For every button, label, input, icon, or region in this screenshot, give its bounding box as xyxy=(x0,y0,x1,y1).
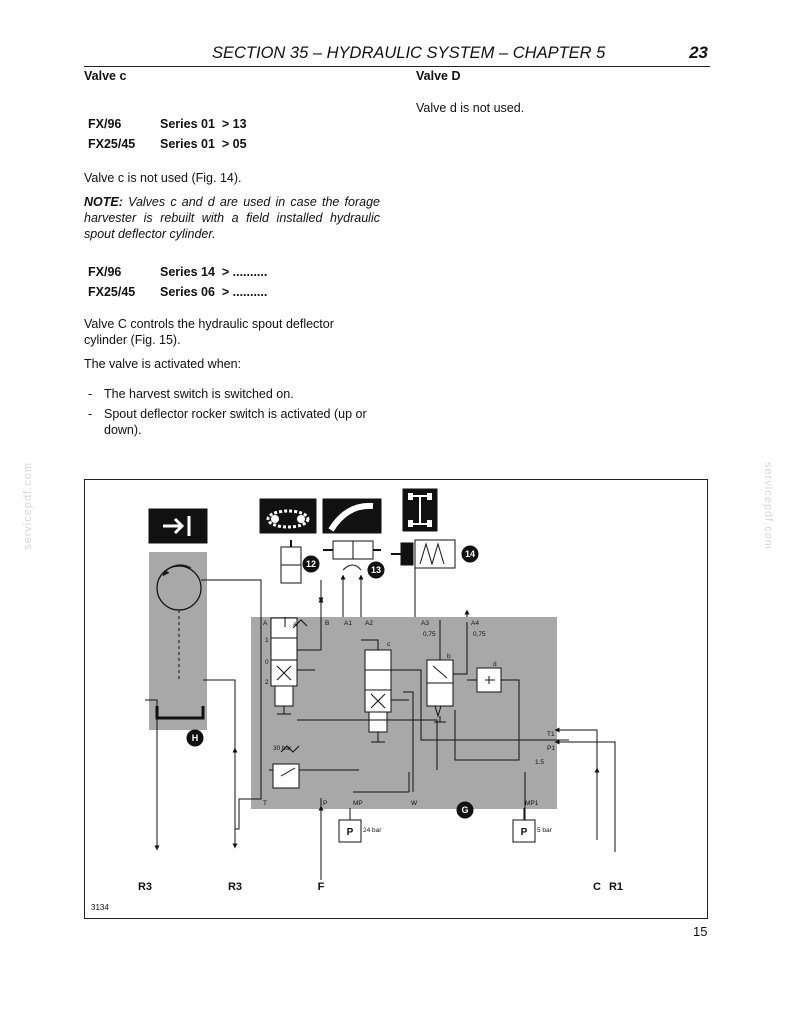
port-b: B xyxy=(325,620,329,627)
note-text: Valves c and d are used in case the fora… xyxy=(84,195,380,241)
outlet-r3-left: R3 xyxy=(138,881,152,893)
series-row: FX/96 Series 01 > 13 xyxy=(84,116,380,136)
pump-24bar-label: 24 bar xyxy=(363,827,382,834)
chain-drive-icon xyxy=(259,498,317,534)
pump-symbol: P xyxy=(347,827,354,838)
valve-b xyxy=(426,659,454,723)
right-column: Valve D Valve d is not used. xyxy=(416,68,710,116)
figure-number: 15 xyxy=(693,924,708,939)
note: NOTE: Valves c and d are used in case th… xyxy=(84,194,380,242)
activation-list: The harvest switch is switched on. Spout… xyxy=(84,386,380,438)
valve-d-label: d xyxy=(493,661,497,668)
port-mp1: MP1 xyxy=(525,800,539,807)
relief-valve xyxy=(272,745,300,789)
valve-a-label: a xyxy=(293,621,297,628)
orifice-p1: 1.5 xyxy=(535,759,544,766)
valve-d-heading: Valve D xyxy=(416,69,461,83)
port-mp: MP xyxy=(353,800,363,807)
list-item: The harvest switch is switched on. xyxy=(84,386,380,402)
series-range: Series 01 > 13 xyxy=(160,117,247,131)
actuator-14 xyxy=(391,539,456,569)
model: FX/96 xyxy=(88,265,122,279)
callout-h-label: H xyxy=(192,733,199,743)
callout-14-label: 14 xyxy=(465,549,475,559)
port-t1: T1 xyxy=(547,731,555,738)
callout-12 xyxy=(302,555,320,573)
valve-a xyxy=(270,617,308,715)
outlet-r1: R1 xyxy=(609,881,623,893)
callout-g-label: G xyxy=(461,805,468,815)
left-column: Valve c FX/96 Series 01 > 13 FX25/45 Ser… xyxy=(84,68,380,442)
orifice-a4: 0,75 xyxy=(473,631,486,638)
model: FX/96 xyxy=(88,117,122,131)
orifice-a3: 0,75 xyxy=(423,631,436,638)
callout-12-label: 12 xyxy=(306,559,316,569)
series-row: FX25/45 Series 01 > 05 xyxy=(84,136,380,156)
pump-symbol: P xyxy=(521,827,528,838)
paragraph: Valve C controls the hydraulic spout def… xyxy=(84,317,334,347)
outlet-c: C xyxy=(593,881,601,893)
valve-c-label: c xyxy=(387,641,391,648)
outlet-r3-right: R3 xyxy=(228,881,242,893)
series-row: FX/96 Series 14 > .......... xyxy=(84,264,380,284)
pump-5bar-label: 5 bar xyxy=(537,827,553,834)
callout-h xyxy=(186,729,204,747)
series-range: Series 14 > .......... xyxy=(160,265,268,279)
list-item: Spout deflector rocker switch is activat… xyxy=(84,406,380,438)
cylinder-13 xyxy=(323,540,381,560)
valve-d xyxy=(476,667,502,693)
position-1: 1 xyxy=(265,637,269,644)
hydraulic-diagram: 12 13 14 H G A B A1 A2 A3 A4 T P MP W MP… xyxy=(84,479,708,919)
valve-b-label: b xyxy=(447,653,451,660)
watermark: servicepdf.com xyxy=(762,462,774,550)
valve-c xyxy=(364,649,392,743)
series-range: Series 01 > 05 xyxy=(160,137,247,151)
relief-pressure: 30 bar xyxy=(273,745,292,752)
callout-14 xyxy=(461,545,479,563)
spout-icon xyxy=(322,498,382,534)
series-range: Series 06 > .......... xyxy=(160,285,268,299)
port-a: A xyxy=(263,620,268,627)
valve-block xyxy=(251,617,557,809)
model: FX25/45 xyxy=(88,137,136,151)
section-title: SECTION 35 – HYDRAULIC SYSTEM – CHAPTER … xyxy=(212,44,606,62)
port-t: T xyxy=(263,800,267,807)
figure-id: 3134 xyxy=(91,903,109,912)
port-a3: A3 xyxy=(421,620,429,627)
callout-13 xyxy=(367,561,385,579)
port-p1: P1 xyxy=(547,745,555,752)
hydraulic-schematic: 12 13 14 H G A B A1 A2 A3 A4 T P MP W MP… xyxy=(138,488,623,893)
cylinder-12 xyxy=(280,540,302,584)
note-label: NOTE: xyxy=(84,195,123,209)
port-a4: A4 xyxy=(471,620,479,627)
position-0: 0 xyxy=(265,659,269,666)
page-header: SECTION 35 – HYDRAULIC SYSTEM – CHAPTER … xyxy=(84,43,710,67)
tractor-axle-icon xyxy=(402,488,438,532)
valve-c-heading: Valve c xyxy=(84,69,127,83)
port-w: W xyxy=(411,800,418,807)
lock-icon xyxy=(148,508,208,544)
port-a2: A2 xyxy=(365,620,373,627)
port-a1: A1 xyxy=(344,620,352,627)
watermark: servicepdf.com xyxy=(22,462,34,550)
outlet-f: F xyxy=(318,881,325,893)
position-2: 2 xyxy=(265,679,269,686)
callout-13-label: 13 xyxy=(371,565,381,575)
series-row: FX25/45 Series 06 > .......... xyxy=(84,284,380,304)
paragraph: Valve d is not used. xyxy=(416,101,525,115)
callout-g xyxy=(456,801,474,819)
page-number: 23 xyxy=(689,43,708,62)
model: FX25/45 xyxy=(88,285,136,299)
hydraulic-motor xyxy=(156,564,202,611)
paragraph: Valve c is not used (Fig. 14). xyxy=(84,171,242,185)
paragraph: The valve is activated when: xyxy=(84,357,242,371)
port-p: P xyxy=(323,800,327,807)
